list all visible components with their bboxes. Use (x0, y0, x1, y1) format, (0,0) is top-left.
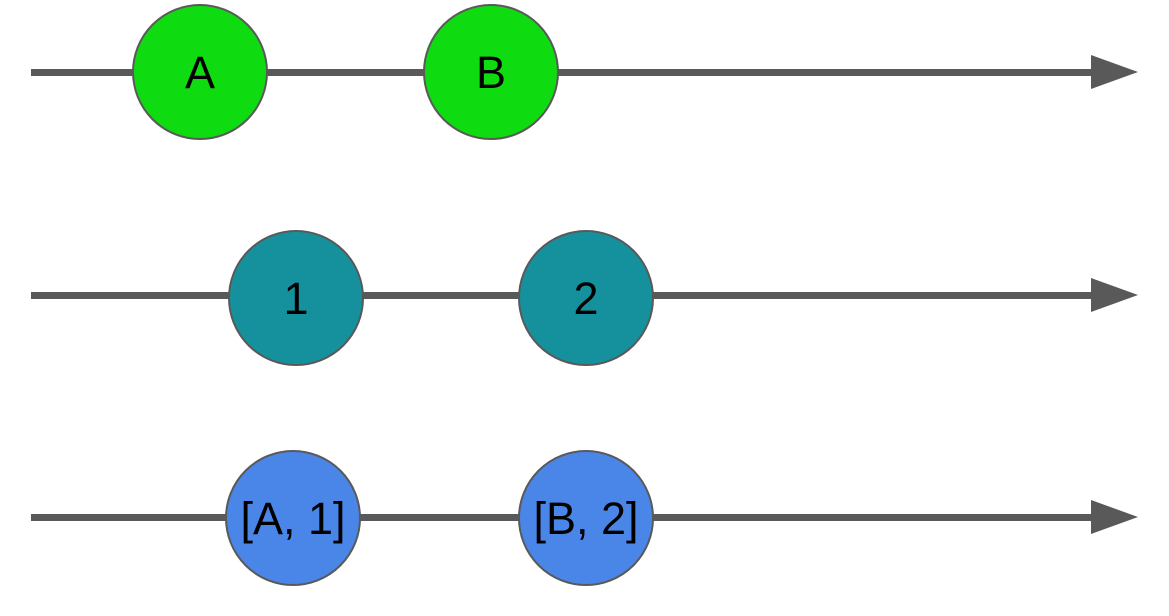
timeline-axis-line (31, 68, 1093, 76)
marble-label: 1 (283, 272, 309, 324)
arrowhead-icon (1091, 54, 1138, 89)
marble-label: [B, 2] (533, 492, 639, 544)
marble-label: [A, 1] (240, 492, 346, 544)
arrowhead-icon (1091, 277, 1138, 312)
marble-event-b: B (423, 4, 559, 140)
marble-label: 2 (573, 272, 599, 324)
marble-event-2: 2 (518, 230, 654, 366)
arrowhead-icon (1091, 499, 1138, 534)
marble-label: B (475, 46, 506, 98)
marble-event-a: A (132, 4, 268, 140)
marble-event-b2: [B, 2] (518, 450, 654, 586)
marble-label: A (184, 46, 215, 98)
marble-event-a1: [A, 1] (225, 450, 361, 586)
marble-event-1: 1 (228, 230, 364, 366)
